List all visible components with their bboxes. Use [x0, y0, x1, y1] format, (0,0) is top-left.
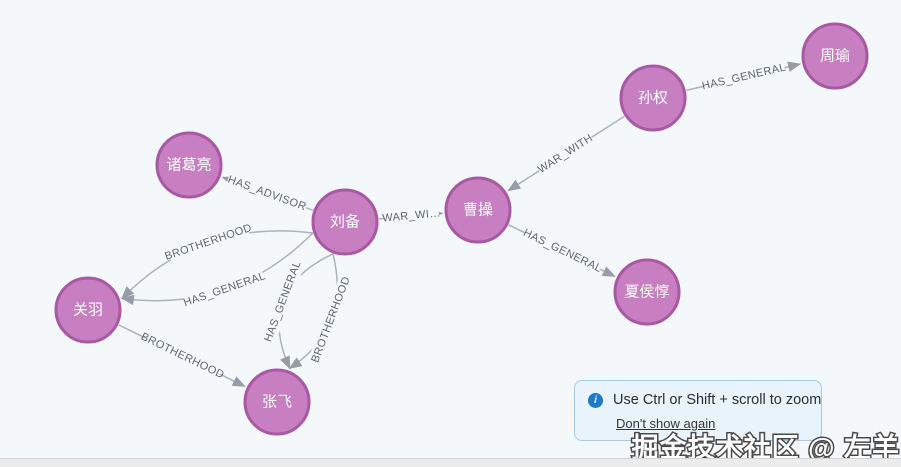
graph-node-guanyu[interactable]: 关羽 — [54, 276, 122, 344]
zoom-hint-text: Use Ctrl or Shift + scroll to zoom — [613, 392, 822, 408]
edge-label[interactable]: BROTHERHOOD — [308, 274, 354, 365]
svg-text:WAR_WITH: WAR_WITH — [536, 132, 595, 176]
svg-text:刘备: 刘备 — [330, 214, 360, 231]
svg-text:WAR_WI…: WAR_WI… — [382, 207, 441, 224]
graph-node-sunquan[interactable]: 孙权 — [619, 64, 687, 132]
dont-show-again-link[interactable]: Don't show again — [616, 416, 716, 431]
svg-text:HAS_GENERAL: HAS_GENERAL — [262, 259, 304, 343]
edge-label[interactable]: HAS_GENERAL — [701, 60, 788, 94]
svg-text:关羽: 关羽 — [73, 302, 103, 319]
graph-node-zhangfei[interactable]: 张飞 — [243, 368, 311, 436]
edge-label[interactable]: WAR_WI… — [382, 206, 442, 226]
svg-text:BROTHERHOOD: BROTHERHOOD — [139, 331, 226, 382]
svg-text:BROTHERHOOD: BROTHERHOOD — [163, 222, 253, 263]
graph-node-xiahoudun[interactable]: 夏侯惇 — [613, 258, 681, 326]
svg-text:周瑜: 周瑜 — [820, 48, 850, 65]
svg-text:诸葛亮: 诸葛亮 — [166, 157, 211, 174]
svg-text:夏侯惇: 夏侯惇 — [624, 283, 669, 301]
svg-text:BROTHERHOOD: BROTHERHOOD — [309, 275, 352, 365]
edge-label[interactable]: HAS_ADVISOR — [225, 172, 309, 215]
svg-text:HAS_ADVISOR: HAS_ADVISOR — [226, 174, 308, 214]
edge-label[interactable]: WAR_WITH — [535, 130, 596, 178]
svg-text:HAS_GENERAL: HAS_GENERAL — [521, 227, 603, 275]
svg-text:曹操: 曹操 — [463, 202, 493, 219]
edge-label[interactable]: BROTHERHOOD — [163, 220, 254, 264]
graph-node-liubei[interactable]: 刘备 — [311, 188, 379, 256]
svg-text:HAS_GENERAL: HAS_GENERAL — [182, 270, 267, 309]
svg-text:张飞: 张飞 — [262, 394, 292, 411]
edge-label[interactable]: HAS_GENERAL — [521, 226, 605, 277]
graph-node-zhugeliang[interactable]: 诸葛亮 — [155, 131, 223, 199]
bottom-strip — [0, 458, 901, 467]
info-icon: i — [588, 393, 603, 408]
graph-node-zhouyu[interactable]: 周瑜 — [801, 22, 869, 90]
edge-label[interactable]: BROTHERHOOD — [138, 329, 227, 382]
zoom-hint-tooltip: i Use Ctrl or Shift + scroll to zoom Don… — [574, 380, 822, 441]
graph-node-caocao[interactable]: 曹操 — [444, 176, 512, 244]
edge-label[interactable]: HAS_GENERAL — [182, 269, 268, 311]
edge-label[interactable]: HAS_GENERAL — [261, 259, 305, 344]
svg-text:孙权: 孙权 — [638, 90, 668, 107]
